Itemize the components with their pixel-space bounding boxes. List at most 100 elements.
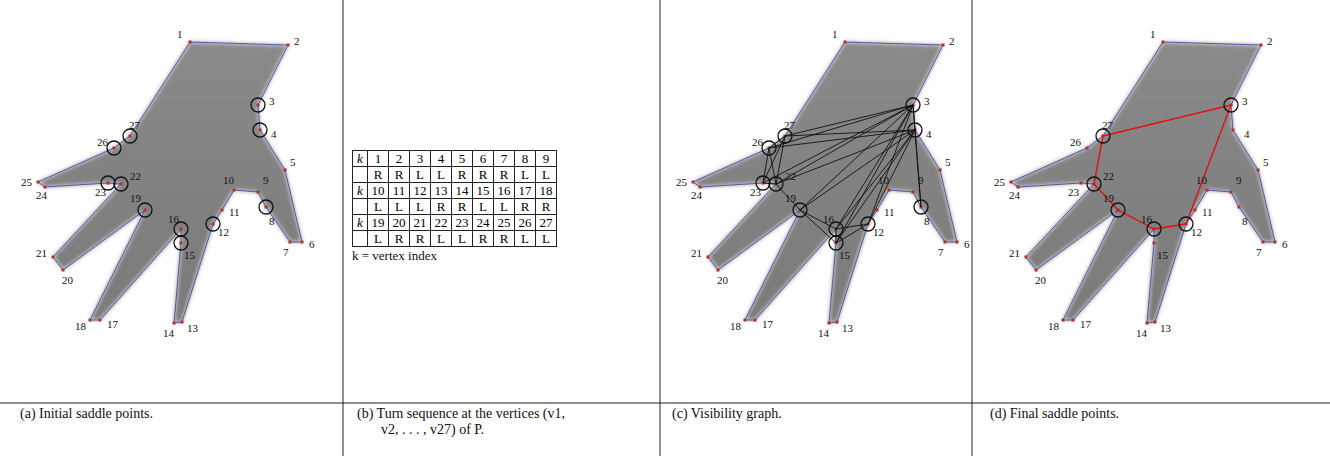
vertex-number: 4 <box>926 129 932 140</box>
visibility-line <box>800 130 915 210</box>
vertex-number: 27 <box>784 120 795 131</box>
vertex-number: 23 <box>750 187 761 198</box>
vertex-dot <box>289 241 292 244</box>
table-cell: 19 <box>372 215 385 230</box>
vertex-dot <box>1262 241 1265 244</box>
table-cell: 25 <box>494 215 515 231</box>
table-cell: 23 <box>452 215 473 231</box>
table-cell: 19 <box>368 215 389 231</box>
hand-group <box>37 41 304 325</box>
vertex-dot <box>1025 256 1028 259</box>
vertex-dot <box>181 321 184 324</box>
vertex-number: 27 <box>1102 120 1113 131</box>
table-cell: L <box>494 199 515 215</box>
vertex-number: 13 <box>842 323 853 334</box>
table-cell: R <box>374 167 383 182</box>
panel-divider <box>972 0 973 456</box>
saddle-circle <box>107 141 121 155</box>
vertex-number: 20 <box>1035 275 1046 286</box>
hand-silhouette <box>1011 42 1275 323</box>
table-cell: 16 <box>498 183 511 198</box>
table-cell: 6 <box>480 151 487 166</box>
vertex-number: 2 <box>294 36 300 47</box>
saddle-circle <box>174 236 188 250</box>
vertex-number: 17 <box>1080 319 1091 330</box>
vertex-number: 11 <box>884 207 895 218</box>
vertex-number: 8 <box>269 216 275 227</box>
vertex-number: 15 <box>1157 250 1168 261</box>
table-cell: 3 <box>417 151 424 166</box>
table-cell: R <box>521 199 530 214</box>
table-cell: L <box>410 167 431 183</box>
vertex-dot <box>1230 191 1233 194</box>
vertex-number: 12 <box>218 227 229 238</box>
vertex-dot <box>144 209 147 212</box>
table-cell: L <box>389 199 410 215</box>
vertex-dot <box>944 241 947 244</box>
vertex-dot <box>699 186 702 189</box>
vertex-dot <box>233 189 236 192</box>
hand-outline <box>38 42 302 323</box>
visibility-line <box>915 130 921 207</box>
saddle-circle <box>769 177 783 191</box>
saddle-circle <box>259 200 273 214</box>
vertex-number: 26 <box>97 137 108 148</box>
hand-outline <box>1011 42 1275 323</box>
table-cell: R <box>368 167 389 183</box>
table-cell: 17 <box>519 183 532 198</box>
table-cell: L <box>431 231 452 247</box>
vertex-number: 9 <box>1236 175 1242 186</box>
vertex-dot <box>1146 322 1149 325</box>
vertex-number: 9 <box>918 175 924 186</box>
table-cell: 2 <box>396 151 403 166</box>
vertex-dot <box>221 209 224 212</box>
table-cell: L <box>410 199 431 215</box>
saddle-path <box>1094 105 1231 229</box>
vertex-number: 21 <box>691 248 702 259</box>
vertex-number: 18 <box>730 321 741 332</box>
vertex-dot <box>1154 321 1157 324</box>
vertex-number: 16 <box>168 214 179 225</box>
table-cell <box>353 199 368 215</box>
vertex-number: 3 <box>924 96 930 107</box>
table-cell: R <box>452 199 473 215</box>
table-cell: k <box>357 183 363 198</box>
table-cell: L <box>542 231 550 246</box>
table-cell: 21 <box>410 215 431 231</box>
saddle-circle <box>1096 129 1110 143</box>
table-cell: R <box>395 231 404 246</box>
vertex-number: 6 <box>1282 239 1288 250</box>
table-cell: 10 <box>368 183 389 199</box>
vertex-dot <box>1238 206 1241 209</box>
vertex-number: 26 <box>1070 137 1081 148</box>
vertex-dot <box>912 191 915 194</box>
table-cell: R <box>395 167 404 182</box>
vertex-number: 24 <box>36 190 47 201</box>
saddle-circle <box>861 217 875 231</box>
table-cell: L <box>473 199 494 215</box>
vertex-dot <box>99 319 102 322</box>
table-cell: L <box>374 199 382 214</box>
vertex-number: 20 <box>717 275 728 286</box>
hand-group <box>692 41 959 325</box>
table-cell: 14 <box>452 183 473 199</box>
saddle-circle <box>1111 203 1125 217</box>
table-cell: L <box>395 199 403 214</box>
visibility-line <box>776 130 915 184</box>
vertex-number: 11 <box>1202 207 1213 218</box>
vertex-number: 8 <box>924 216 930 227</box>
vertex-dot <box>692 181 695 184</box>
table-cell: R <box>494 231 515 247</box>
vertex-number: 21 <box>1009 248 1020 259</box>
table-cell: 15 <box>473 183 494 199</box>
table-cell: 26 <box>515 215 536 231</box>
table-cell: 14 <box>456 183 469 198</box>
vertex-dot <box>1080 182 1083 185</box>
table-cell: R <box>473 167 494 183</box>
saddle-circle <box>206 217 220 231</box>
visibility-line <box>776 184 800 210</box>
table-cell: L <box>368 231 389 247</box>
table-cell: 27 <box>536 215 557 231</box>
table-cell: 7 <box>494 151 515 167</box>
vertex-number: 8 <box>1242 216 1248 227</box>
